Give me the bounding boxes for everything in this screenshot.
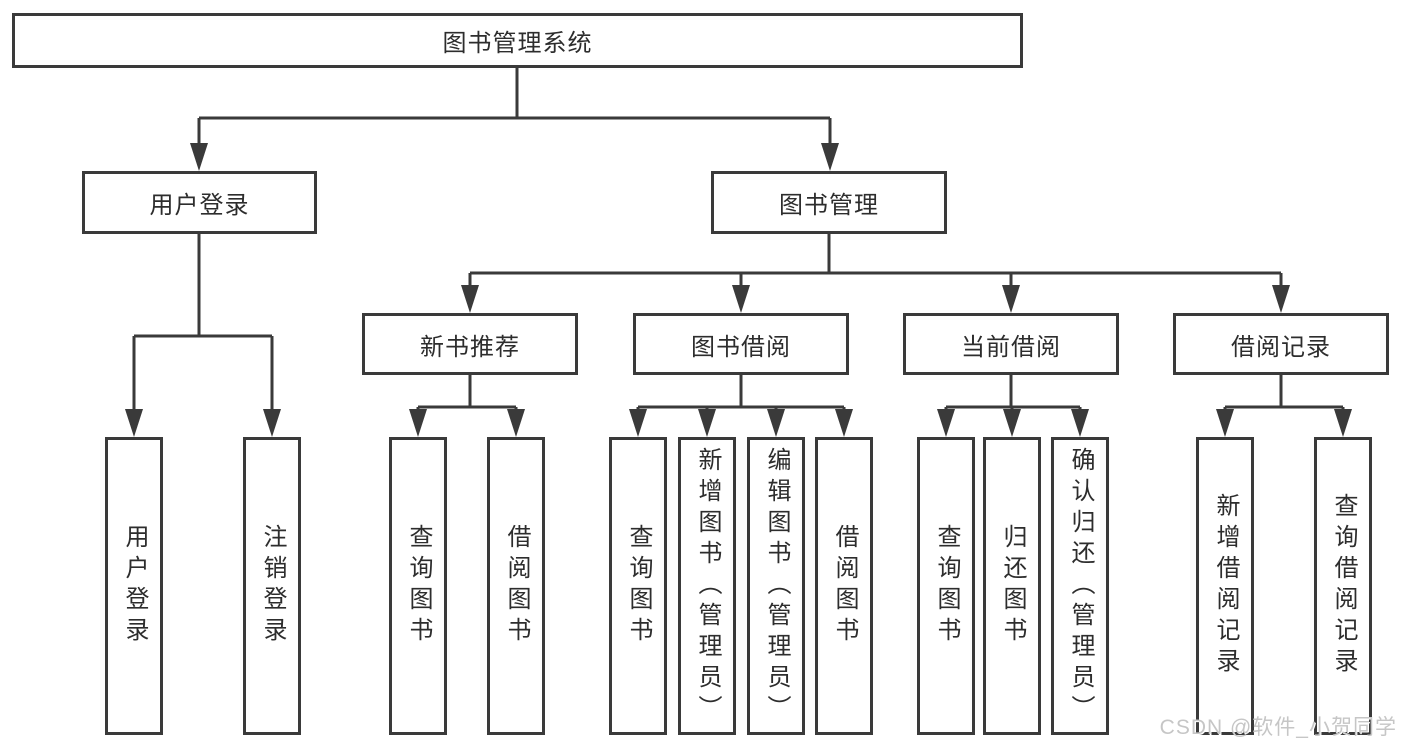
node-library-management-system: 图书管理系统: [12, 13, 1023, 68]
node-leaf-search-books-recommend: 查询图书: [389, 437, 447, 735]
node-new-book-recommendation: 新书推荐: [362, 313, 578, 375]
node-leaf-logout: 注销登录: [243, 437, 301, 735]
node-leaf-return-books: 归还图书: [983, 437, 1041, 735]
arrow-down-icons: [125, 143, 1352, 437]
node-leaf-search-borrow-record: 查询借阅记录: [1314, 437, 1372, 735]
node-leaf-user-login: 用户登录: [105, 437, 163, 735]
node-borrowing-records: 借阅记录: [1173, 313, 1389, 375]
node-user-login: 用户登录: [82, 171, 317, 234]
node-leaf-search-books-current: 查询图书: [917, 437, 975, 735]
node-leaf-borrow-books-recommend: 借阅图书: [487, 437, 545, 735]
node-leaf-add-book-admin: 新增图书（管理员）: [678, 437, 736, 735]
csdn-watermark: CSDN @软件_小贺同学: [1159, 716, 1397, 739]
node-leaf-search-books-borrowing: 查询图书: [609, 437, 667, 735]
node-leaf-edit-book-admin: 编辑图书（管理员）: [747, 437, 805, 735]
node-book-borrowing: 图书借阅: [633, 313, 849, 375]
node-leaf-confirm-return-admin: 确认归还（管理员）: [1051, 437, 1109, 735]
node-leaf-borrow-books: 借阅图书: [815, 437, 873, 735]
node-book-management: 图书管理: [711, 171, 947, 234]
node-current-borrowing: 当前借阅: [903, 313, 1119, 375]
node-leaf-add-borrow-record: 新增借阅记录: [1196, 437, 1254, 735]
